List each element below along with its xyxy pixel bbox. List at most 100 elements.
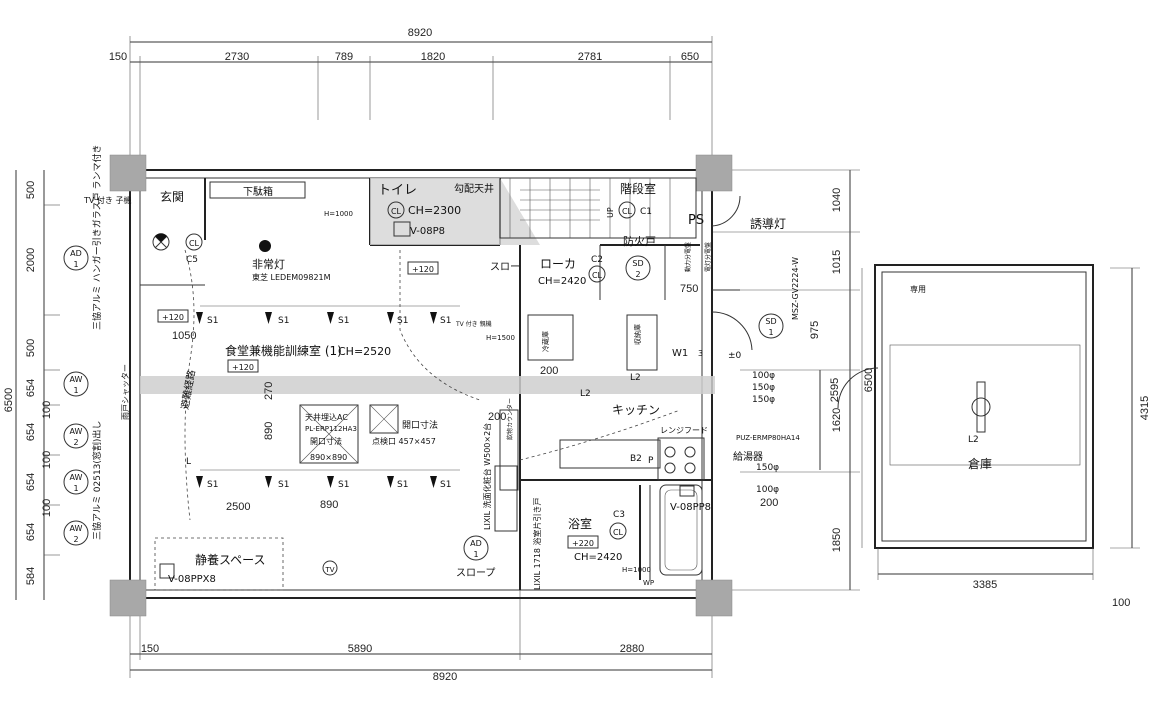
window-tag-icon: AD 1 bbox=[463, 535, 489, 561]
room-quiet-space: 静養スペース bbox=[195, 552, 266, 567]
kitchen-fixtures bbox=[499, 314, 705, 491]
fridge bbox=[527, 314, 574, 361]
storage-box-label: 収納庫 bbox=[633, 324, 642, 345]
storage-box bbox=[626, 314, 658, 371]
dim-top-3: 789 bbox=[335, 51, 353, 63]
spotlight-icon: S1 bbox=[265, 476, 289, 490]
dim-total-top: 8920 bbox=[408, 27, 432, 39]
ceiling-ac-unit bbox=[299, 404, 359, 464]
svg-text:SD: SD bbox=[632, 259, 643, 268]
ac-unit-title: 天井埋込AC bbox=[305, 412, 348, 422]
dim-left-6: 654 bbox=[25, 473, 37, 491]
dim-right-4: 1620 bbox=[831, 408, 843, 432]
vent-fan-icon: V-08P8 bbox=[393, 221, 445, 237]
tv-child-label: TV 付き 子機 bbox=[83, 195, 131, 205]
vent-fan-icon: V-08PPX8 bbox=[159, 563, 216, 585]
inner-dim-270: 270 bbox=[263, 382, 275, 400]
svg-text:+220: +220 bbox=[572, 539, 594, 548]
storage-width: 3385 bbox=[973, 579, 997, 591]
panel-a-label: 動力分電盤 bbox=[684, 242, 692, 272]
pm0-label: ±0 bbox=[728, 351, 742, 361]
cl-icon: CL bbox=[387, 201, 405, 219]
annotation-labels: 非常灯 東芝 LEDEM09821M 天井埋込AC PL-ERP112HA3 開… bbox=[83, 145, 926, 590]
inner-dim-1050: 1050 bbox=[172, 330, 196, 342]
room-main: 食堂兼機能訓練室 (1) bbox=[225, 343, 342, 358]
range-hood-label: レンジフード bbox=[660, 426, 708, 435]
storage-building bbox=[837, 264, 1140, 580]
l2-label: L2 bbox=[580, 389, 591, 399]
room-kitchen: キッチン bbox=[612, 403, 660, 417]
column-bottom-right bbox=[695, 579, 733, 617]
svg-text:S1: S1 bbox=[278, 316, 289, 326]
dim-total-bottom: 8920 bbox=[433, 671, 457, 683]
svg-text:TV: TV bbox=[324, 566, 334, 574]
svg-text:S1: S1 bbox=[338, 480, 349, 490]
wp-label: WP bbox=[643, 579, 654, 587]
dim-left-small-2: 100 bbox=[41, 451, 53, 469]
dim-bottom-2: 5890 bbox=[348, 643, 372, 655]
door-swing bbox=[711, 195, 741, 227]
svg-text:+120: +120 bbox=[232, 363, 254, 372]
svg-text:S1: S1 bbox=[440, 480, 451, 490]
h1000-label: H=1000 bbox=[324, 210, 353, 218]
emergency-light-model: 東芝 LEDEM09821M bbox=[252, 272, 331, 282]
inner-dim-890-h: 890 bbox=[320, 499, 338, 511]
vent-fan-icon: V-08PP8 bbox=[670, 485, 711, 513]
exclusive-label: 専用 bbox=[910, 284, 926, 294]
svg-text:+120: +120 bbox=[162, 313, 184, 322]
svg-text:AW: AW bbox=[70, 375, 83, 384]
left-dimension-lines: 6500 500 2000 500 654 654 654 654 584 10… bbox=[3, 170, 60, 600]
inspection-value: 点検口 457×457 bbox=[372, 436, 436, 446]
svg-text:AW: AW bbox=[70, 427, 83, 436]
l-label: L bbox=[186, 457, 191, 467]
pipe-150c: 150φ bbox=[756, 463, 779, 473]
window-tag-icon: AW 2 bbox=[63, 520, 89, 546]
svg-text:S1: S1 bbox=[207, 316, 218, 326]
svg-text:1: 1 bbox=[73, 484, 78, 493]
svg-text:AW: AW bbox=[70, 524, 83, 533]
dim-left-5: 654 bbox=[25, 423, 37, 441]
doors bbox=[711, 195, 753, 351]
drink-counter bbox=[499, 409, 519, 491]
emergency-light-label: 非常灯 bbox=[252, 258, 285, 271]
room-fire-door: 防火戸 bbox=[623, 234, 656, 248]
svg-text:V-08PPX8: V-08PPX8 bbox=[168, 574, 216, 585]
c1-label: C1 bbox=[640, 207, 652, 217]
storage-height: 4315 bbox=[1139, 396, 1151, 420]
three-label: 3 bbox=[698, 349, 703, 358]
dim-right-3: 975 bbox=[809, 321, 821, 339]
room-slope-short: スロー bbox=[490, 262, 520, 273]
spotlight-icon: S1 bbox=[430, 312, 451, 326]
stove bbox=[657, 437, 705, 481]
svg-text:S1: S1 bbox=[440, 316, 451, 326]
shutter2-label: 三協アルミ 02513(窓割)出し bbox=[91, 421, 103, 540]
room-slope: スロープ bbox=[456, 567, 495, 579]
svg-text:AW: AW bbox=[70, 473, 83, 482]
counter bbox=[559, 439, 661, 469]
b2-label: B2 bbox=[630, 454, 642, 464]
slope-ceiling-area bbox=[370, 178, 540, 245]
inspection-label: 開口寸法 bbox=[402, 419, 438, 431]
svg-text:+120: +120 bbox=[412, 265, 434, 274]
staircase bbox=[499, 177, 697, 239]
column-top-right bbox=[695, 154, 733, 192]
dim-bottom-1: 150 bbox=[141, 643, 159, 655]
dim-left-8: 584 bbox=[25, 567, 37, 585]
level-box: +120 bbox=[227, 359, 259, 373]
svg-text:1: 1 bbox=[473, 550, 478, 559]
shutter-label: 三協アルミ ハンガー引きガラス戸 ランマ付き bbox=[91, 145, 103, 330]
fluorescent-light-icon bbox=[971, 381, 991, 433]
svg-text:CL: CL bbox=[391, 207, 402, 216]
svg-text:AD: AD bbox=[470, 539, 482, 548]
dim-left-2: 2000 bbox=[25, 248, 37, 272]
room-toilet: トイレ bbox=[378, 183, 417, 198]
l2-storage-label: L2 bbox=[968, 435, 979, 445]
c3-label: C3 bbox=[613, 510, 625, 520]
cl-icon: CL bbox=[609, 522, 627, 540]
pipe-100b: 100φ bbox=[756, 485, 779, 495]
inner-dimensions: 1050 2500 890 890 270 750 200 200 100 20… bbox=[172, 283, 1151, 609]
svg-text:1: 1 bbox=[73, 260, 78, 269]
opening-size-value: 890×890 bbox=[310, 453, 347, 462]
exit-sign-icon bbox=[152, 233, 170, 251]
